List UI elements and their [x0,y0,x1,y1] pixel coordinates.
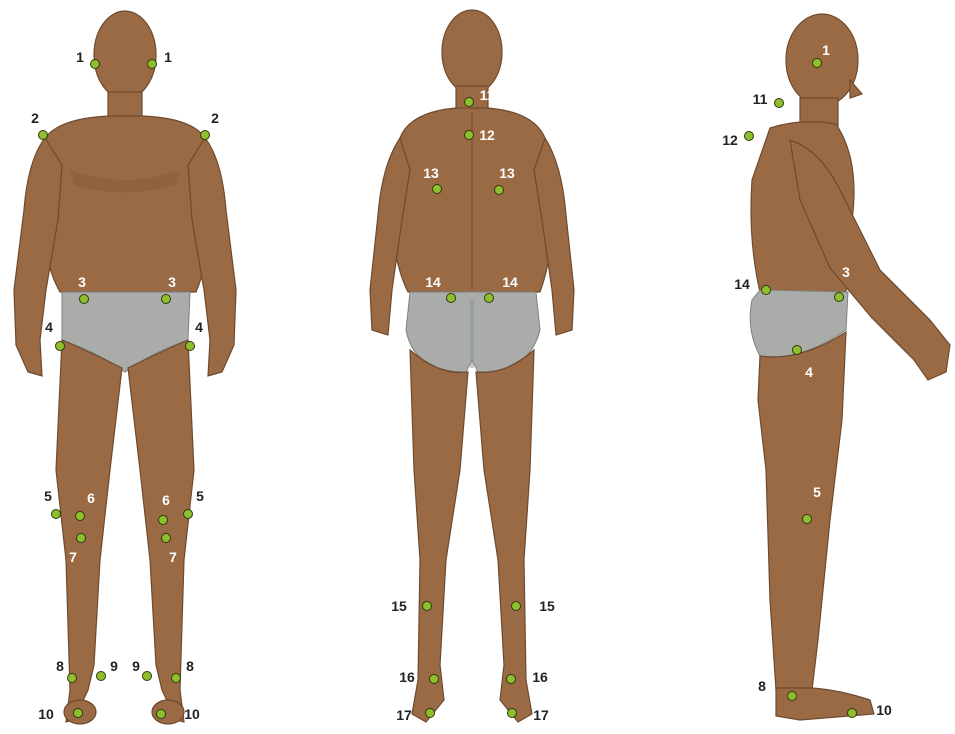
marker-label-front-8: 8 [56,659,64,673]
marker-point-front-6 [158,515,168,525]
marker-label-back-17: 17 [533,708,549,722]
marker-point-side-12 [744,131,754,141]
marker-label-back-15: 15 [391,599,407,613]
marker-label-front-3: 3 [78,275,86,289]
marker-label-side-10: 10 [876,703,892,717]
marker-label-front-1: 1 [76,50,84,64]
marker-label-front-10: 10 [184,707,200,721]
marker-label-back-14: 14 [425,275,441,289]
marker-label-back-13: 13 [499,166,515,180]
marker-point-front-1 [90,59,100,69]
marker-point-back-14 [484,293,494,303]
marker-label-back-12: 12 [479,128,495,142]
marker-label-front-4: 4 [195,320,203,334]
marker-label-front-3: 3 [168,275,176,289]
marker-point-front-8 [171,673,181,683]
marker-label-front-10: 10 [38,707,54,721]
marker-label-front-7: 7 [169,550,177,564]
marker-point-side-1 [812,58,822,68]
marker-label-side-3: 3 [842,265,850,279]
marker-label-side-12: 12 [722,133,738,147]
marker-point-back-14 [446,293,456,303]
marker-point-front-10 [156,709,166,719]
marker-label-back-14: 14 [502,275,518,289]
marker-label-back-16: 16 [532,670,548,684]
marker-point-side-5 [802,514,812,524]
marker-label-back-16: 16 [399,670,415,684]
marker-point-front-10 [73,708,83,718]
marker-point-front-7 [161,533,171,543]
marker-label-front-1: 1 [164,50,172,64]
marker-point-side-10 [847,708,857,718]
marker-label-front-8: 8 [186,659,194,673]
marker-point-back-17 [425,708,435,718]
marker-label-back-17: 17 [396,708,412,722]
marker-point-side-3 [834,292,844,302]
marker-label-side-11: 11 [753,92,768,106]
marker-label-front-7: 7 [69,550,77,564]
marker-point-front-5 [51,509,61,519]
marker-point-front-8 [67,673,77,683]
back-view-figure [370,10,574,722]
marker-label-front-2: 2 [31,111,39,125]
marker-label-side-8: 8 [758,679,766,693]
marker-label-front-9: 9 [132,659,140,673]
marker-label-front-9: 9 [110,659,118,673]
marker-point-side-11 [774,98,784,108]
marker-point-front-4 [55,341,65,351]
marker-point-side-4 [792,345,802,355]
marker-label-side-1: 1 [822,43,830,57]
marker-point-front-2 [38,130,48,140]
marker-point-back-11 [464,97,474,107]
marker-point-front-6 [75,511,85,521]
marker-label-front-6: 6 [87,491,95,505]
front-view-figure [14,11,236,724]
marker-label-back-15: 15 [539,599,555,613]
marker-point-back-13 [494,185,504,195]
marker-point-front-3 [161,294,171,304]
marker-label-front-5: 5 [196,489,204,503]
marker-point-back-15 [511,601,521,611]
marker-label-front-2: 2 [211,111,219,125]
marker-label-front-4: 4 [45,320,53,334]
marker-label-side-5: 5 [813,485,821,499]
side-view-figure [750,14,950,720]
marker-point-front-7 [76,533,86,543]
marker-label-side-14: 14 [734,277,750,291]
marker-point-back-12 [464,130,474,140]
marker-point-side-8 [787,691,797,701]
marker-point-front-2 [200,130,210,140]
marker-point-back-16 [506,674,516,684]
marker-point-back-17 [507,708,517,718]
marker-point-front-9 [142,671,152,681]
marker-point-back-16 [429,674,439,684]
marker-point-front-3 [79,294,89,304]
marker-label-side-4: 4 [805,365,813,379]
marker-point-front-5 [183,509,193,519]
marker-point-back-13 [432,184,442,194]
marker-label-front-5: 5 [44,489,52,503]
marker-label-back-13: 13 [423,166,439,180]
marker-point-front-4 [185,341,195,351]
marker-point-front-9 [96,671,106,681]
marker-point-side-14 [761,285,771,295]
marker-point-back-15 [422,601,432,611]
marker-point-front-1 [147,59,157,69]
marker-label-back-11: 11 [480,88,495,102]
marker-label-front-6: 6 [162,493,170,507]
